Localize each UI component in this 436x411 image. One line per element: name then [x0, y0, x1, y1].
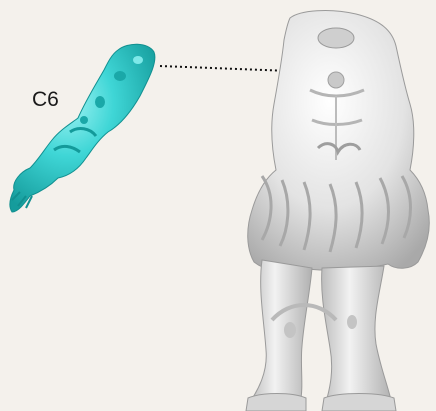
detached-arm-part[interactable]: [10, 44, 155, 212]
part-label: C6: [32, 88, 59, 112]
figure-model[interactable]: [246, 11, 429, 411]
